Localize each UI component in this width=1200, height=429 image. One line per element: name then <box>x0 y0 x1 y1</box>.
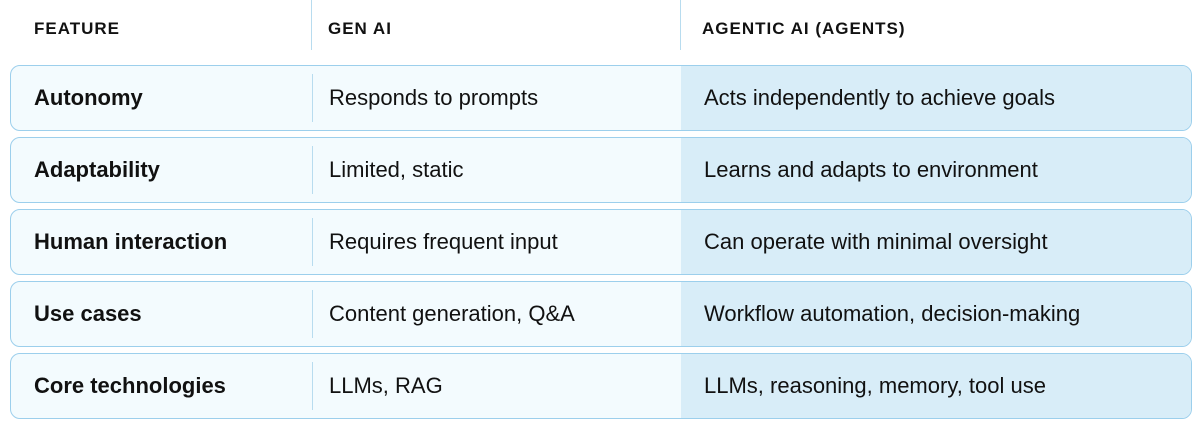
gen-ai-cell: Limited, static <box>329 157 464 182</box>
agentic-ai-cell: Acts independently to achieve goals <box>704 85 1056 110</box>
column-divider <box>312 362 313 410</box>
table-header: FEATURE GEN AI AGENTIC AI (AGENTS) <box>10 0 1192 50</box>
agentic-cell-bg <box>681 138 1191 202</box>
feature-cell: Core technologies <box>34 373 226 398</box>
agentic-cell-bg <box>681 66 1191 130</box>
header-gen-ai: GEN AI <box>328 19 392 38</box>
feature-cell: Adaptability <box>34 157 160 182</box>
table-row: Use cases Content generation, Q&A Workfl… <box>10 281 1192 347</box>
agentic-cell-bg <box>681 210 1191 274</box>
gen-ai-cell: Content generation, Q&A <box>329 301 575 326</box>
agentic-cell-bg <box>681 282 1191 346</box>
column-divider <box>312 290 313 338</box>
column-divider <box>312 146 313 194</box>
agentic-cell-bg <box>681 354 1191 418</box>
header-feature: FEATURE <box>34 19 121 38</box>
table-row: Human interaction Requires frequent inpu… <box>10 209 1192 275</box>
header-divider <box>311 0 312 50</box>
agentic-ai-cell: Workflow automation, decision-making <box>704 301 1081 326</box>
gen-ai-cell: Requires frequent input <box>329 229 558 254</box>
gen-ai-cell: Responds to prompts <box>329 85 539 110</box>
gen-ai-cell: LLMs, RAG <box>329 373 443 398</box>
feature-cell: Use cases <box>34 301 142 326</box>
header-divider <box>680 0 681 50</box>
feature-cell: Human interaction <box>34 229 228 254</box>
feature-cell: Autonomy <box>34 85 143 110</box>
table-row: Adaptability Limited, static Learns and … <box>10 137 1192 203</box>
agentic-ai-cell: Can operate with minimal oversight <box>704 229 1048 254</box>
agentic-ai-cell: LLMs, reasoning, memory, tool use <box>704 373 1046 398</box>
header-agentic-ai: AGENTIC AI (AGENTS) <box>702 19 906 38</box>
column-divider <box>312 218 313 266</box>
table-row: Autonomy Responds to prompts Acts indepe… <box>10 65 1192 131</box>
column-divider <box>312 74 313 122</box>
table-row: Core technologies LLMs, RAG LLMs, reason… <box>10 353 1192 419</box>
agentic-ai-cell: Learns and adapts to environment <box>704 157 1038 182</box>
